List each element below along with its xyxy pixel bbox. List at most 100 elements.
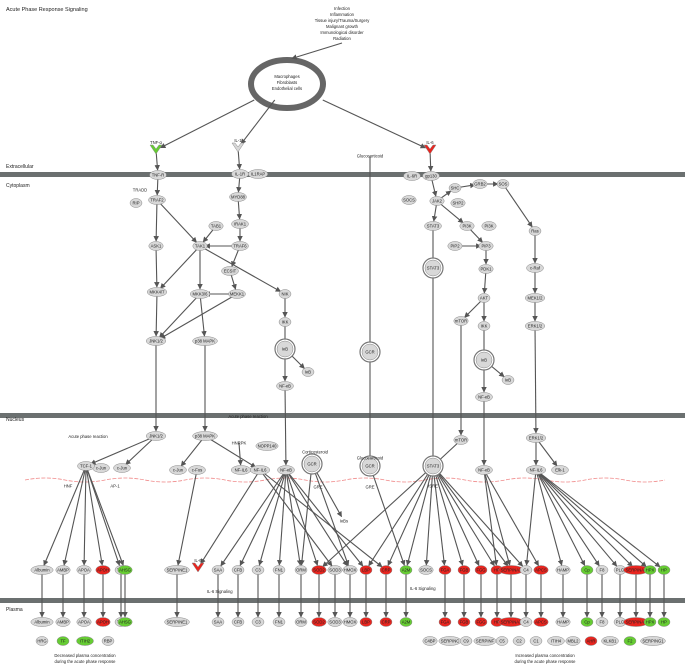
node-tcf: TCF-1	[77, 461, 95, 471]
plasma-band	[0, 598, 685, 603]
node-shape	[192, 431, 218, 441]
stimulus-item: Immunological disorder	[320, 30, 364, 35]
node-g_fgb: FGB	[457, 565, 471, 575]
node-label: AHSG	[119, 568, 131, 573]
node-label: SERPINA3	[501, 620, 522, 625]
node-label: TNF-α	[150, 140, 163, 145]
node-label: HP	[494, 620, 500, 625]
node-shape	[169, 465, 187, 475]
node-shape	[438, 617, 452, 627]
node-elk1: Elk-1	[551, 465, 569, 475]
node-label: GRE	[313, 485, 322, 490]
decreased-plasma-label-2: during the acute phase response	[55, 659, 117, 664]
node-label: SERPINA1	[626, 620, 647, 625]
node-label: A2M	[402, 568, 411, 573]
node-p_f2: F2	[623, 636, 637, 646]
node-shp2: SHP2	[450, 198, 466, 208]
node-shape	[453, 316, 469, 326]
node-shape	[524, 293, 546, 303]
node-label: p38 MAPK	[195, 339, 215, 344]
node-ikk: IKK	[278, 317, 292, 327]
node-shape	[311, 617, 327, 627]
node-label: SERPINE1	[167, 620, 188, 625]
node-label: IL-1R	[235, 172, 245, 177]
pathway-edge	[432, 465, 495, 567]
node-g_albumin: Albumin	[30, 565, 54, 575]
node-g_cfb: CFB	[231, 565, 245, 575]
node-gre2: GRE	[365, 485, 374, 490]
pathway-edge	[483, 469, 499, 566]
node-label: PI3K	[462, 224, 471, 229]
node-socs3: SOCS	[401, 195, 417, 205]
node-label: PLG	[616, 568, 624, 573]
node-shape	[459, 221, 475, 231]
node-shape	[475, 465, 493, 475]
node-label: HRG	[37, 639, 46, 644]
node-il1: IL-1	[231, 138, 245, 153]
node-label: PLG	[616, 620, 624, 625]
node-il1rap: IL1RAP	[247, 169, 269, 179]
node-g_crp: CRP	[379, 565, 393, 575]
node-mek12: MEK1/2	[524, 293, 546, 303]
node-g_hp2: HP	[657, 565, 671, 575]
node-shape	[327, 617, 343, 627]
node-shape	[229, 192, 247, 202]
node-p_hrg: HRG	[35, 636, 49, 646]
node-label: c-Jun	[117, 466, 128, 471]
node-g_hamp: HAMP	[555, 565, 571, 575]
node-g_fgg: FGG	[474, 565, 488, 575]
immune-cell-ring: Macrophages Fibroblasts Endothelial cell…	[248, 57, 326, 111]
node-shape	[551, 465, 569, 475]
node-shape	[453, 435, 469, 445]
node-p_hamp: HAMP	[555, 617, 571, 627]
node-gre1: GRE	[313, 485, 322, 490]
node-shape	[584, 636, 598, 646]
node-label: HAMP	[557, 568, 569, 573]
node-p_hmox: HMOX	[342, 617, 358, 627]
page-title: Acute Phase Response Signaling	[6, 7, 88, 13]
node-shape	[595, 617, 609, 627]
node-label: APOH	[97, 568, 109, 573]
node-p_cp: Cp	[580, 617, 594, 627]
node-shape	[528, 226, 542, 236]
node-isre: ISRE	[428, 484, 438, 489]
node-nik: NIK	[278, 289, 292, 299]
node-label: ASK1	[151, 244, 162, 249]
node-label: AMBP	[57, 620, 69, 625]
node-label: C4	[523, 568, 529, 573]
node-ask1: ASK1	[148, 241, 164, 251]
node-g_hpx: HPX	[643, 565, 657, 575]
node-shape	[474, 565, 488, 575]
node-label: C2	[516, 639, 522, 644]
node-label: SOD3	[329, 568, 341, 573]
node-label: TRADD	[133, 188, 147, 193]
node-shape	[95, 617, 111, 627]
node-shape	[495, 636, 509, 646]
pathway-edge	[199, 245, 282, 293]
node-shape	[555, 565, 571, 575]
node-label: GCR	[307, 462, 316, 467]
node-shape	[477, 293, 491, 303]
node-shape	[76, 565, 92, 575]
pathway-edge	[85, 465, 121, 566]
node-label: Elk-1	[555, 468, 565, 473]
node-label: ITIH2	[80, 639, 91, 644]
node-p_crp: CRP	[379, 617, 393, 627]
node-tradd: TRADD	[133, 188, 147, 193]
node-shape	[640, 636, 666, 646]
node-p_serpinc: SERPINC	[438, 636, 462, 646]
node-shape	[117, 617, 133, 627]
node-shape	[251, 565, 265, 575]
node-shape	[472, 179, 488, 189]
pathway-edge	[535, 469, 618, 567]
node-p_albumin: Albumin	[30, 617, 54, 627]
node-ikbnfkb: IκB	[274, 338, 296, 360]
node-shape	[478, 264, 494, 274]
node-shape	[95, 565, 111, 575]
node-label: HP	[494, 568, 500, 573]
node-label: mTOR	[455, 438, 467, 443]
node-label: NF-κB	[280, 468, 292, 473]
node-shape	[192, 336, 218, 346]
node-g_lbp: LBP	[359, 565, 373, 575]
node-label: ISRE	[428, 484, 438, 489]
